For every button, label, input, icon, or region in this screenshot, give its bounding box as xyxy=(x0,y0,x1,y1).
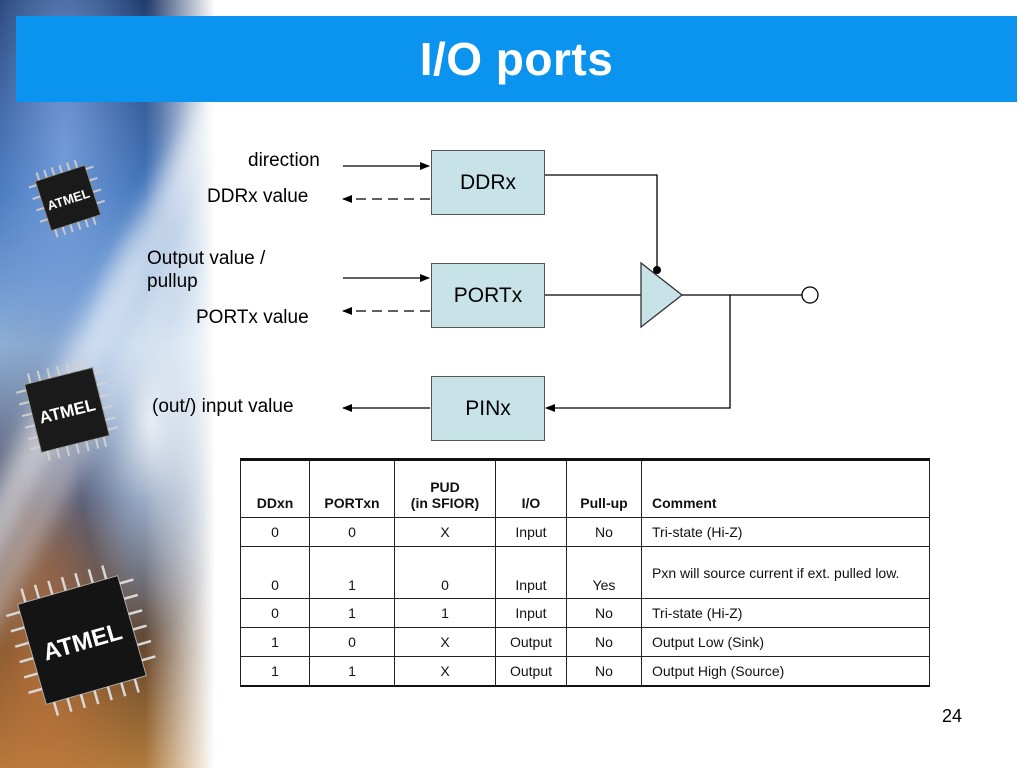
header-pud-line2: (in SFIOR) xyxy=(410,495,480,511)
chip-icon: ATMEL xyxy=(16,359,118,461)
left-decorative-art: ATMEL ATMEL ATMEL xyxy=(0,0,215,768)
cell-portxn: 1 xyxy=(309,546,395,599)
cell-io: Input xyxy=(495,517,567,547)
header-comment: Comment xyxy=(641,459,930,518)
cell-pullup: No xyxy=(566,627,642,657)
cell-portxn: 1 xyxy=(309,656,395,687)
cell-comment: Output High (Source) xyxy=(641,656,930,687)
output-value-line2: pullup xyxy=(147,270,198,292)
header-pullup: Pull-up xyxy=(566,459,642,518)
pin-terminal-icon xyxy=(801,286,819,304)
cell-portxn: 0 xyxy=(309,517,395,547)
ddrx-label: DDRx xyxy=(460,170,516,194)
ddr-value-label: DDRx value xyxy=(207,186,309,207)
cell-comment: Output Low (Sink) xyxy=(641,627,930,657)
pin-feedback-wire xyxy=(545,295,731,412)
cell-pud: X xyxy=(394,627,496,657)
cell-portxn: 1 xyxy=(309,598,395,628)
portx-label: PORTx xyxy=(453,283,523,307)
cell-comment: Tri-state (Hi-Z) xyxy=(641,598,930,628)
cell-ddxn: 0 xyxy=(240,598,310,628)
cell-io: Input xyxy=(495,598,567,628)
cell-io: Output xyxy=(495,656,567,687)
cell-pud: 1 xyxy=(394,598,496,628)
table-row: 0 0 X Input No Tri-state (Hi-Z) xyxy=(240,517,930,547)
cell-ddxn: 0 xyxy=(240,546,310,599)
cell-pud: X xyxy=(394,656,496,687)
direction-label: direction xyxy=(248,150,320,171)
cell-comment: Tri-state (Hi-Z) xyxy=(641,517,930,547)
cell-pullup: No xyxy=(566,598,642,628)
chip-icon: ATMEL xyxy=(6,565,156,716)
cell-io: Input xyxy=(495,546,567,599)
header-io: I/O xyxy=(495,459,567,518)
ddrx-register: DDRx xyxy=(431,150,545,215)
output-value-line1: Output value / xyxy=(147,248,266,269)
port-config-table: DDxn PORTxn PUD (in SFIOR) I/O Pull-up C… xyxy=(240,458,930,687)
title-bar: I/O ports xyxy=(16,16,1017,102)
cell-pullup: Yes xyxy=(566,546,642,599)
portx-register: PORTx xyxy=(431,263,545,328)
header-portxn: PORTxn xyxy=(309,459,395,518)
chip-icon: ATMEL xyxy=(28,159,105,238)
output-value-label: Output value / pullup xyxy=(147,248,265,294)
junction-dot xyxy=(653,266,661,274)
header-pud-line1: PUD xyxy=(430,479,460,495)
table-row: 1 1 X Output No Output High (Source) xyxy=(240,656,930,687)
cell-portxn: 0 xyxy=(309,627,395,657)
slide-number: 24 xyxy=(941,706,962,726)
tristate-buffer-icon xyxy=(640,261,684,329)
cell-ddxn: 0 xyxy=(240,517,310,547)
table-row: 1 0 X Output No Output Low (Sink) xyxy=(240,627,930,657)
input-value-label: (out/) input value xyxy=(152,396,294,417)
header-ddxn: DDxn xyxy=(240,459,310,518)
cell-comment: Pxn will source current if ext. pulled l… xyxy=(641,546,930,599)
cell-pud: 0 xyxy=(394,546,496,599)
ddr-enable-wire xyxy=(545,174,658,270)
cell-pud: X xyxy=(394,517,496,547)
cell-ddxn: 1 xyxy=(240,627,310,657)
pinx-label: PINx xyxy=(465,396,511,420)
table-row: 0 1 0 Input Yes Pxn will source current … xyxy=(240,546,930,599)
cell-io: Output xyxy=(495,627,567,657)
port-value-label: PORTx value xyxy=(196,307,309,328)
cell-pullup: No xyxy=(566,656,642,687)
table-header-row: DDxn PORTxn PUD (in SFIOR) I/O Pull-up C… xyxy=(240,459,930,518)
slide-title: I/O ports xyxy=(419,33,614,85)
pinx-register: PINx xyxy=(431,376,545,441)
table-row: 0 1 1 Input No Tri-state (Hi-Z) xyxy=(240,598,930,628)
cell-ddxn: 1 xyxy=(240,656,310,687)
header-pud: PUD (in SFIOR) xyxy=(394,459,496,518)
cell-pullup: No xyxy=(566,517,642,547)
